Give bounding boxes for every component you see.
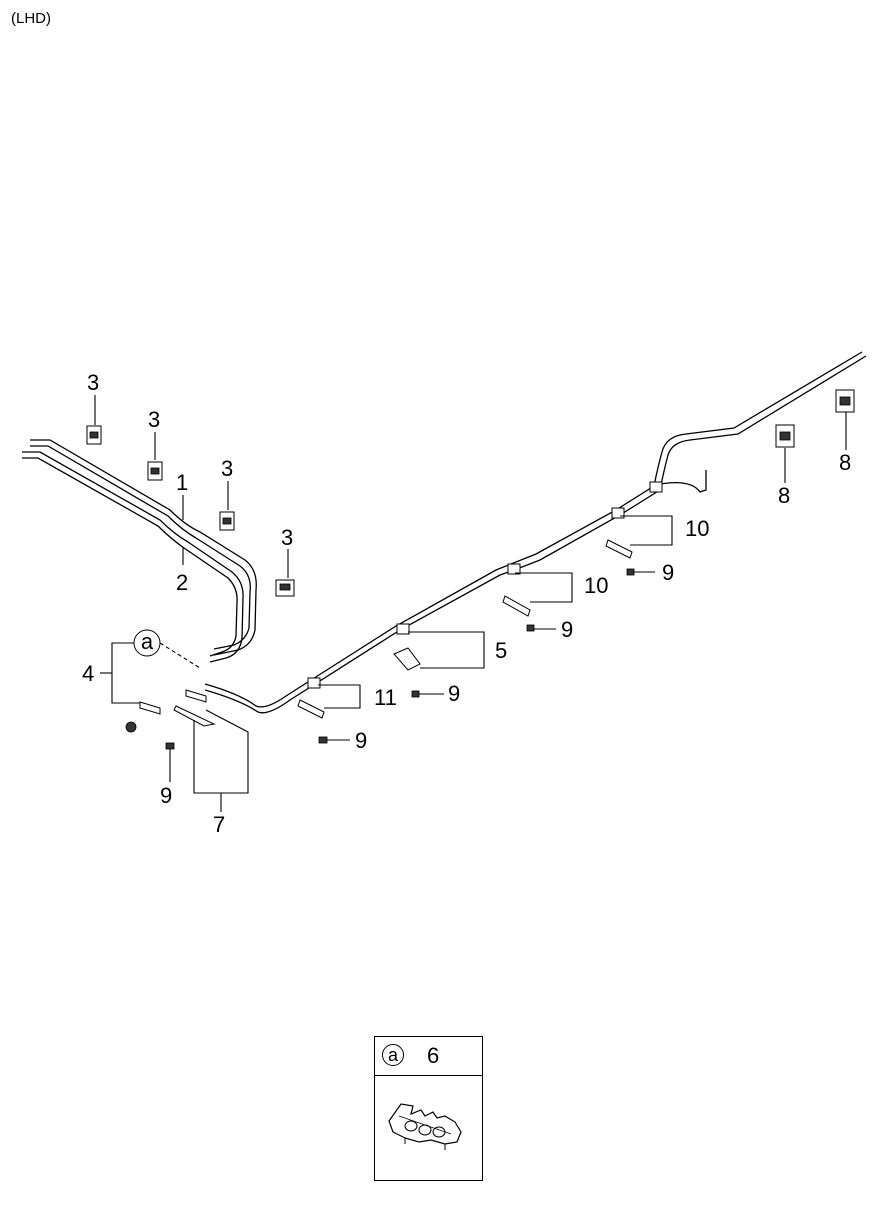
pipe-clamp: [86, 425, 295, 597]
detail-a-marker: a: [133, 629, 161, 657]
callout-9: 9: [355, 728, 367, 753]
fuel-pipe-1: [30, 439, 257, 656]
callout-10: 10: [685, 516, 709, 541]
callout-3: 3: [281, 525, 293, 550]
fuel-pipe-2: [22, 451, 244, 663]
rear-pipe-clamp: [775, 389, 855, 448]
callout-8: 8: [778, 483, 790, 508]
callout-3: 3: [148, 407, 160, 432]
callout-9: 9: [662, 560, 674, 585]
callout-2: 2: [176, 570, 188, 595]
callout-9: 9: [160, 783, 172, 808]
bolt: [125, 568, 655, 752]
inset-part-number: 6: [427, 1043, 440, 1068]
detail-a-letter: a: [141, 629, 154, 654]
callout-9: 9: [561, 617, 573, 642]
callout-4: 4: [82, 661, 94, 686]
pipe-clip: [307, 481, 663, 689]
callout-8: 8: [839, 450, 851, 475]
multi-pipe-clip-icon: [388, 1103, 462, 1150]
main-fuel-pipe: [204, 351, 867, 714]
callout-9: 9: [448, 681, 460, 706]
callout-3: 3: [87, 370, 99, 395]
callout-5: 5: [495, 638, 507, 663]
callout-10: 10: [584, 573, 608, 598]
mounting-bracket: [139, 539, 633, 727]
callout-leaders: [94, 395, 847, 812]
callout-7: 7: [213, 812, 225, 837]
variant-label: (LHD): [11, 10, 51, 27]
inset-detail-marker: a: [382, 1044, 404, 1066]
callout-3: 3: [221, 456, 233, 481]
detail-inset: a 6: [374, 1036, 483, 1181]
inset-header: a 6: [375, 1037, 482, 1076]
callout-1: 1: [176, 470, 188, 495]
callout-11: 11: [374, 685, 397, 710]
